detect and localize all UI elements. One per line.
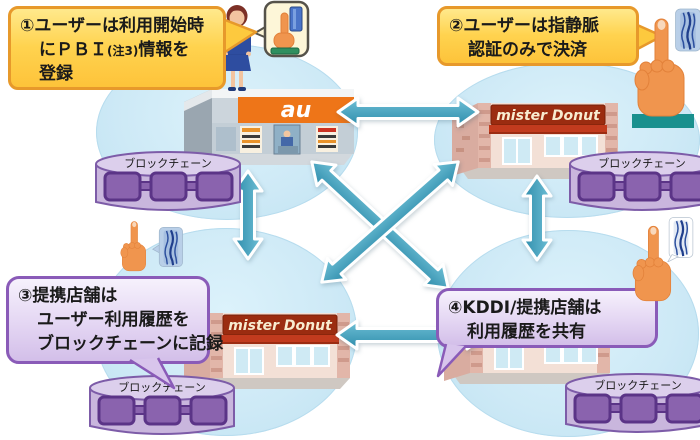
callout-step4-tail	[436, 343, 467, 378]
touch-card-icon	[254, 0, 310, 58]
blockchain-icon-bottom-left: ブロックチェーン	[89, 375, 235, 435]
callout-step1-line2: にＰＢＩ(注3)情報を	[39, 40, 190, 61]
callout-step1-tail	[219, 16, 258, 56]
callout-step2-line1: ②ユーザーは指静脈	[449, 16, 600, 36]
callout-step3: ③提携店舗は ユーザー利用履歴を ブロックチェーンに記録	[6, 276, 224, 364]
callout-step4: ④KDDI/提携店舗は 利用履歴を共有	[436, 288, 658, 348]
mister-donut-store-bottom-left: mister Donut	[184, 313, 350, 389]
au-sign-label: au	[281, 98, 312, 123]
arrow-right-vertical	[521, 174, 553, 262]
arrow-top-horizontal	[336, 96, 480, 128]
callout-step3-line2: ユーザー利用履歴を	[37, 310, 190, 331]
block-icon	[665, 393, 700, 424]
blockchain-label: ブロックチェーン	[124, 156, 211, 170]
block-icon	[573, 393, 612, 424]
callout-step2-line2: 認証のみで決済	[468, 40, 587, 61]
blockchain-icon-top-left: ブロックチェーン	[95, 151, 241, 211]
mister-donut-store-top-right: mister Donut	[452, 103, 618, 179]
callout-step4-line2: 利用履歴を共有	[467, 322, 586, 343]
vein-pattern-icon-bottom-right	[667, 217, 694, 262]
mister-donut-sign-label: mister Donut	[228, 318, 333, 334]
blockchain-icon-bottom-right: ブロックチェーン	[565, 373, 700, 433]
callout-step2: ②ユーザーは指静脈 認証のみで決済	[437, 6, 639, 66]
callout-step1-line3: 登録	[39, 64, 73, 85]
finger-vein-hand-icon-left	[120, 221, 146, 272]
vein-pattern-icon-top-right	[675, 8, 700, 52]
callout-step1: ①ユーザーは利用開始時 にＰＢＩ(注3)情報を 登録	[8, 6, 226, 90]
block-icon	[143, 395, 182, 426]
callout-step3-line3: ブロックチェーンに記録	[37, 334, 224, 355]
mister-donut-sign-label: mister Donut	[496, 108, 601, 124]
finger-vein-hand-icon-bottom-right	[632, 225, 672, 302]
blockchain-label: ブロックチェーン	[118, 380, 205, 394]
block-icon	[577, 171, 616, 202]
au-sign	[238, 97, 354, 123]
block-icon	[103, 171, 142, 202]
callout-step3-tail	[129, 357, 176, 390]
finger-vein-hand-icon-top-right	[632, 18, 694, 128]
blockchain-label: ブロックチェーン	[594, 378, 681, 392]
block-icon	[619, 393, 658, 424]
blockchain-icon-top-right: ブロックチェーン	[569, 151, 700, 211]
block-icon	[195, 171, 234, 202]
block-icon	[623, 171, 662, 202]
block-icon	[669, 171, 700, 202]
block-icon	[97, 395, 136, 426]
blockchain-label: ブロックチェーン	[598, 156, 685, 170]
callout-step1-line1: ①ユーザーは利用開始時	[20, 16, 205, 36]
block-icon	[189, 395, 228, 426]
callout-step4-line1: ④KDDI/提携店舗は	[448, 298, 602, 318]
block-icon	[149, 171, 188, 202]
callout-step3-line1: ③提携店舗は	[18, 286, 118, 306]
arrow-diagonal-bl-tr	[320, 160, 460, 284]
vein-pattern-icon-left	[152, 227, 183, 267]
